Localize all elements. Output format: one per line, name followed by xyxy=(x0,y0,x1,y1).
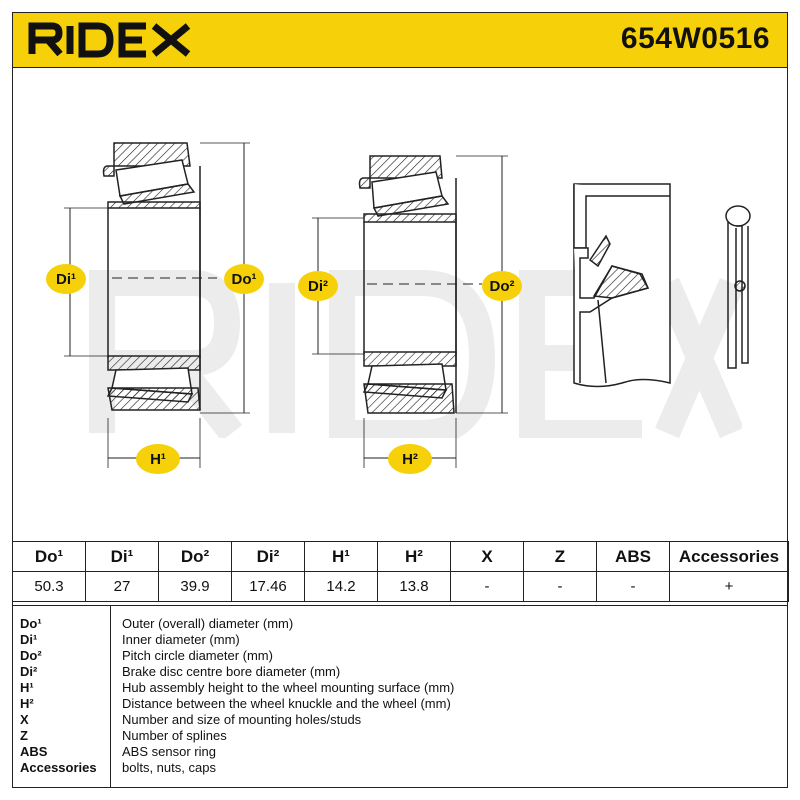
legend-code: X xyxy=(20,712,29,727)
technical-drawing: Di¹ Do¹ H¹ Di² Do² H² xyxy=(12,68,788,541)
legend-item: X Number and size of mounting holes/stud… xyxy=(12,712,788,728)
bearing-2-section xyxy=(358,155,482,414)
header-do1: Do¹ xyxy=(12,541,86,572)
legend-item: Accessories bolts, nuts, caps xyxy=(12,760,788,776)
legend-desc: Number of splines xyxy=(122,728,227,743)
header-z: Z xyxy=(523,541,597,572)
label-do1: Do¹ xyxy=(224,264,264,294)
legend-code: Accessories xyxy=(20,760,97,775)
legend-code: Z xyxy=(20,728,28,743)
ridex-logo xyxy=(28,22,191,58)
value-z: - xyxy=(523,571,597,602)
value-accessories: + xyxy=(669,571,789,602)
legend-item: Z Number of splines xyxy=(12,728,788,744)
cotter-pin xyxy=(725,205,751,369)
legend-item: ABS ABS sensor ring xyxy=(12,744,788,760)
legend-desc: Inner diameter (mm) xyxy=(122,632,240,647)
legend-desc: Brake disc centre bore diameter (mm) xyxy=(122,664,341,679)
value-do1: 50.3 xyxy=(12,571,86,602)
part-number: 654W0516 xyxy=(620,22,770,55)
bearing-1-section xyxy=(102,142,217,411)
header-abs: ABS xyxy=(596,541,670,572)
value-do2: 39.9 xyxy=(158,571,232,602)
label-h1: H¹ xyxy=(136,444,180,474)
seal-section xyxy=(573,183,671,388)
legend-code: Di¹ xyxy=(20,632,38,647)
legend-code: H¹ xyxy=(20,680,34,695)
legend-code: H² xyxy=(20,696,34,711)
legend-item: Di¹ Inner diameter (mm) xyxy=(12,632,788,648)
specs-value-row: 50.3 27 39.9 17.46 14.2 13.8 - - - + xyxy=(12,571,789,602)
header-do2: Do² xyxy=(158,541,232,572)
legend-desc: ABS sensor ring xyxy=(122,744,216,759)
header-accessories: Accessories xyxy=(669,541,789,572)
legend-desc: Pitch circle diameter (mm) xyxy=(122,648,273,663)
label-h2: H² xyxy=(388,444,432,474)
legend-code: ABS xyxy=(20,744,48,759)
legend-item: Do¹ Outer (overall) diameter (mm) xyxy=(12,616,788,632)
legend-desc: Outer (overall) diameter (mm) xyxy=(122,616,294,631)
value-di1: 27 xyxy=(85,571,159,602)
header-x: X xyxy=(450,541,524,572)
header-h2: H² xyxy=(377,541,451,572)
legend-item: H² Distance between the wheel knuckle an… xyxy=(12,696,788,712)
legend-item: Do² Pitch circle diameter (mm) xyxy=(12,648,788,664)
header-di1: Di¹ xyxy=(85,541,159,572)
header-h1: H¹ xyxy=(304,541,378,572)
specs-table: Do¹ Di¹ Do² Di² H¹ H² X Z ABS Accessorie… xyxy=(12,541,789,602)
legend-code: Di² xyxy=(20,664,38,679)
legend: Do¹ Outer (overall) diameter (mm) Di¹ In… xyxy=(12,605,788,788)
legend-item: H¹ Hub assembly height to the wheel moun… xyxy=(12,680,788,696)
header-di2: Di² xyxy=(231,541,305,572)
legend-desc: Number and size of mounting holes/studs xyxy=(122,712,362,727)
label-di2: Di² xyxy=(298,271,338,301)
specs-header-row: Do¹ Di¹ Do² Di² H¹ H² X Z ABS Accessorie… xyxy=(12,541,789,572)
value-h1: 14.2 xyxy=(304,571,378,602)
legend-desc: Distance between the wheel knuckle and t… xyxy=(122,696,451,711)
value-abs: - xyxy=(596,571,670,602)
legend-desc: Hub assembly height to the wheel mountin… xyxy=(122,680,455,695)
label-do2: Do² xyxy=(482,271,522,301)
value-di2: 17.46 xyxy=(231,571,305,602)
legend-code: Do¹ xyxy=(20,616,42,631)
value-h2: 13.8 xyxy=(377,571,451,602)
legend-desc: bolts, nuts, caps xyxy=(122,760,216,775)
value-x: - xyxy=(450,571,524,602)
legend-item: Di² Brake disc centre bore diameter (mm) xyxy=(12,664,788,680)
label-di1: Di¹ xyxy=(46,264,86,294)
bearing-drawings xyxy=(64,142,751,468)
legend-code: Do² xyxy=(20,648,42,663)
legend-divider xyxy=(110,606,111,787)
